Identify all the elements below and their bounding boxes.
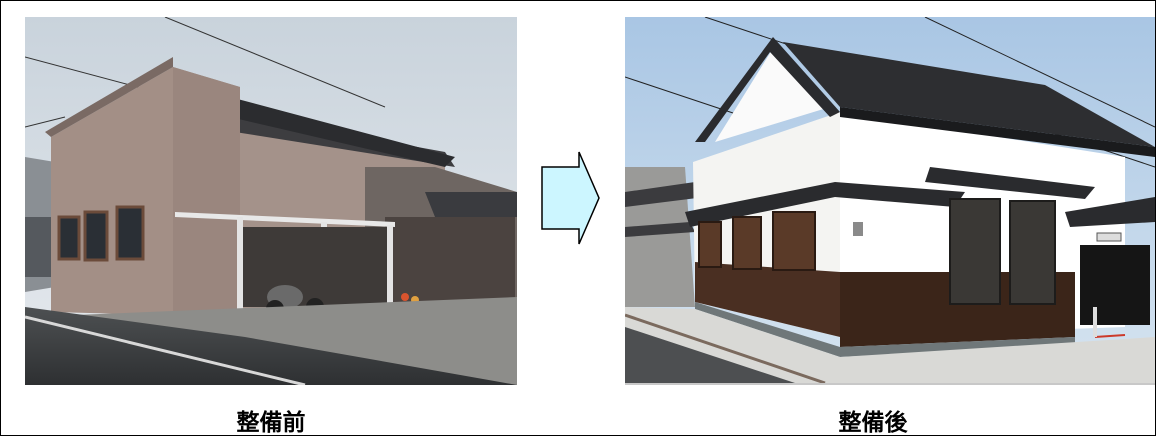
caption-before: 整備前 <box>236 410 306 436</box>
photo-after <box>625 17 1155 385</box>
right-arrow-icon <box>541 151 600 245</box>
building-before-image <box>25 17 517 385</box>
building-after-image <box>625 17 1155 383</box>
caption-after: 整備後 <box>838 410 908 436</box>
photo-before <box>25 17 517 385</box>
